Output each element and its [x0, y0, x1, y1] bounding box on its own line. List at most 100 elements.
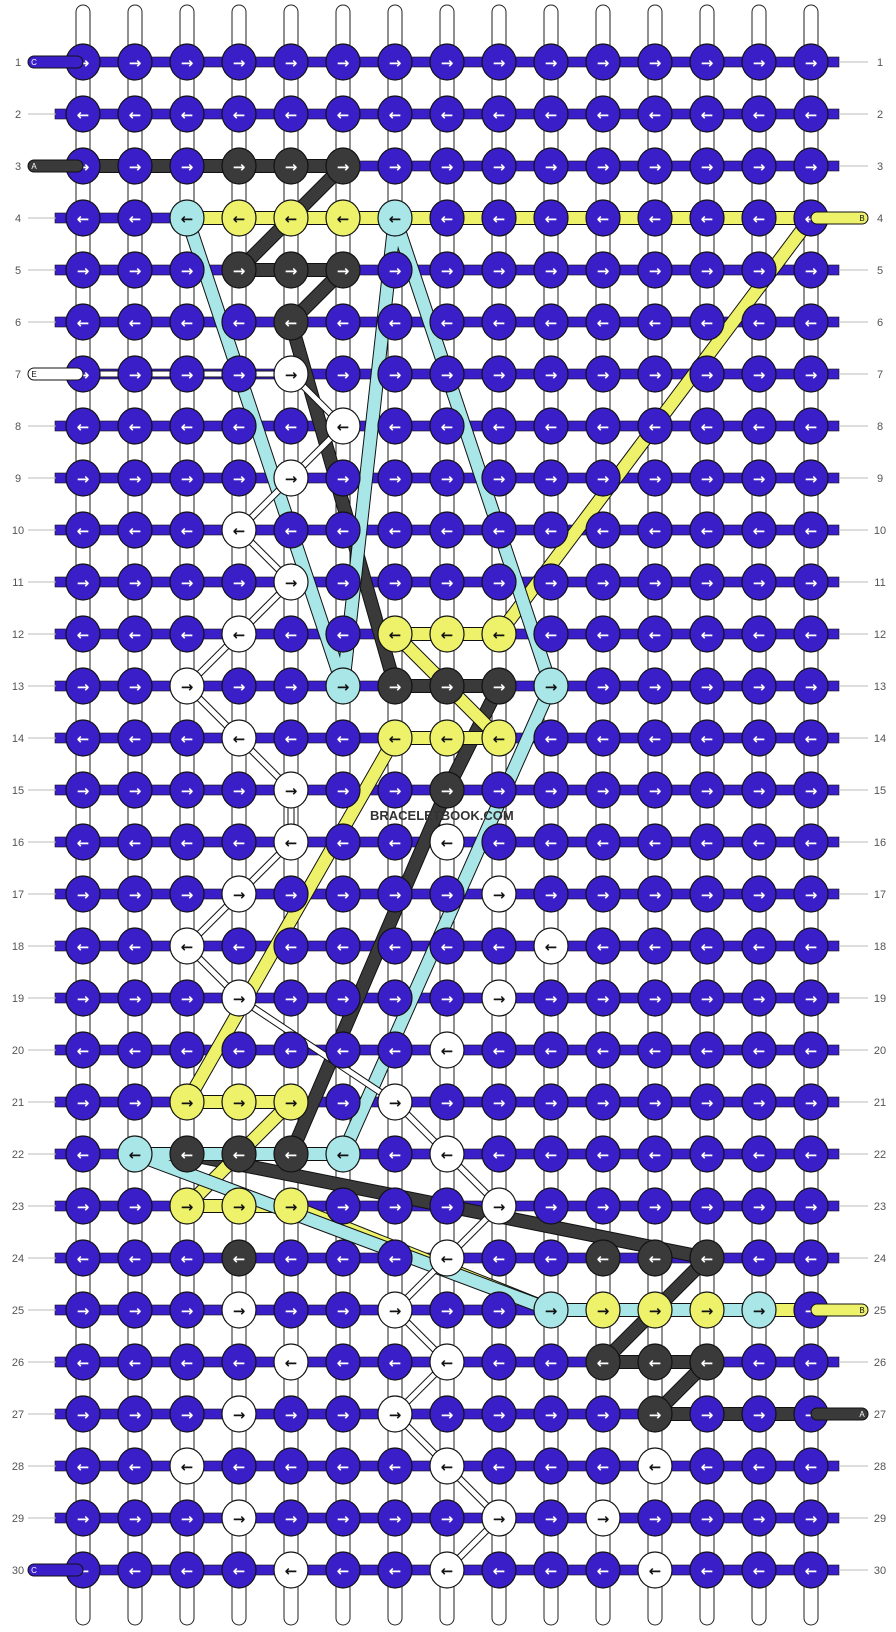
knot: →	[689, 979, 725, 1017]
knot: ←	[741, 1239, 777, 1277]
knot: →	[533, 771, 569, 809]
knot: →	[221, 979, 257, 1017]
knot: ←	[741, 719, 777, 757]
knot: ←	[325, 1135, 361, 1173]
knot-arrow-icon: →	[597, 54, 610, 72]
knot: ←	[689, 1031, 725, 1069]
knot-arrow-icon: ←	[337, 1250, 350, 1268]
row-number-right: 6	[877, 317, 883, 329]
knot: →	[481, 1187, 517, 1225]
knot: ←	[637, 927, 673, 965]
knot: →	[429, 1291, 465, 1329]
knot: ←	[481, 719, 517, 757]
knot: →	[429, 1187, 465, 1225]
knot: →	[377, 1083, 413, 1121]
knot-arrow-icon: ←	[545, 626, 558, 644]
knot: ←	[533, 1447, 569, 1485]
knot: ←	[117, 823, 153, 861]
knot-arrow-icon: →	[285, 1510, 298, 1528]
knot-arrow-icon: →	[441, 990, 454, 1008]
knot-arrow-icon: ←	[805, 1458, 818, 1476]
knot-arrow-icon: →	[77, 470, 90, 488]
knot-arrow-icon: →	[337, 574, 350, 592]
knot-arrow-icon: ←	[233, 522, 246, 540]
knot: →	[273, 1291, 309, 1329]
knot: ←	[273, 511, 309, 549]
knot-arrow-icon: →	[233, 886, 246, 904]
knot: ←	[741, 1447, 777, 1485]
knot-arrow-icon: →	[545, 886, 558, 904]
knot: ←	[377, 407, 413, 445]
knot-arrow-icon: →	[389, 1302, 402, 1320]
knot: ←	[741, 95, 777, 133]
knot: →	[585, 979, 621, 1017]
knot: →	[169, 1395, 205, 1433]
knot: →	[273, 1499, 309, 1537]
knot-arrow-icon: ←	[337, 1458, 350, 1476]
knot: →	[637, 1291, 673, 1329]
knot-arrow-icon: →	[753, 158, 766, 176]
knot: ←	[481, 1031, 517, 1069]
knot: ←	[793, 615, 829, 653]
knot: ←	[377, 303, 413, 341]
knot-arrow-icon: →	[753, 262, 766, 280]
knot-arrow-icon: ←	[337, 834, 350, 852]
knot: ←	[741, 1031, 777, 1069]
thread-tag-label: B	[859, 214, 864, 223]
knot-arrow-icon: →	[441, 1198, 454, 1216]
knot: ←	[221, 407, 257, 445]
knot-arrow-icon: →	[753, 1406, 766, 1424]
thread-tag-c: C	[27, 1563, 84, 1577]
knot: ←	[637, 1031, 673, 1069]
knot: ←	[741, 823, 777, 861]
knot: →	[793, 667, 829, 705]
knot: ←	[325, 719, 361, 757]
knot: →	[793, 147, 829, 185]
knot-arrow-icon: ←	[493, 834, 506, 852]
knot: →	[273, 43, 309, 81]
knot: ←	[585, 407, 621, 445]
knot-arrow-icon: ←	[129, 1562, 142, 1580]
knot: ←	[221, 199, 257, 237]
knot-arrow-icon: →	[129, 1094, 142, 1112]
knot-arrow-icon: →	[337, 158, 350, 176]
knot-arrow-icon: ←	[545, 1562, 558, 1580]
knot: ←	[741, 407, 777, 445]
knot: ←	[273, 927, 309, 965]
knot: ←	[481, 927, 517, 965]
knot: ←	[273, 95, 309, 133]
knot: ←	[637, 615, 673, 653]
knot-arrow-icon: →	[545, 1198, 558, 1216]
knot-arrow-icon: ←	[285, 418, 298, 436]
knot: →	[481, 147, 517, 185]
knot: ←	[221, 823, 257, 861]
knot: →	[637, 563, 673, 601]
knot-arrow-icon: →	[233, 1302, 246, 1320]
knot-arrow-icon: →	[597, 158, 610, 176]
knot-arrow-icon: ←	[597, 314, 610, 332]
knot-arrow-icon: →	[753, 54, 766, 72]
knot: →	[325, 355, 361, 393]
knot-arrow-icon: →	[649, 1302, 662, 1320]
knot-arrow-icon: →	[805, 886, 818, 904]
watermark: BRACELETBOOK.COM	[370, 808, 514, 823]
knot: ←	[741, 615, 777, 653]
knot-arrow-icon: →	[77, 678, 90, 696]
knot: ←	[585, 1135, 621, 1173]
knot-arrow-icon: →	[805, 470, 818, 488]
knot-arrow-icon: ←	[285, 1562, 298, 1580]
knot: →	[741, 147, 777, 185]
knot-arrow-icon: →	[649, 574, 662, 592]
knot-arrow-icon: ←	[389, 1146, 402, 1164]
knot: →	[117, 563, 153, 601]
knot-arrow-icon: ←	[129, 314, 142, 332]
knot: →	[585, 147, 621, 185]
knot-arrow-icon: →	[181, 678, 194, 696]
knot-arrow-icon: →	[129, 990, 142, 1008]
knot: ←	[169, 823, 205, 861]
knot: ←	[793, 1551, 829, 1589]
knot-arrow-icon: →	[753, 1094, 766, 1112]
knot: →	[793, 875, 829, 913]
knot-arrow-icon: ←	[441, 1458, 454, 1476]
knot: ←	[377, 1447, 413, 1485]
